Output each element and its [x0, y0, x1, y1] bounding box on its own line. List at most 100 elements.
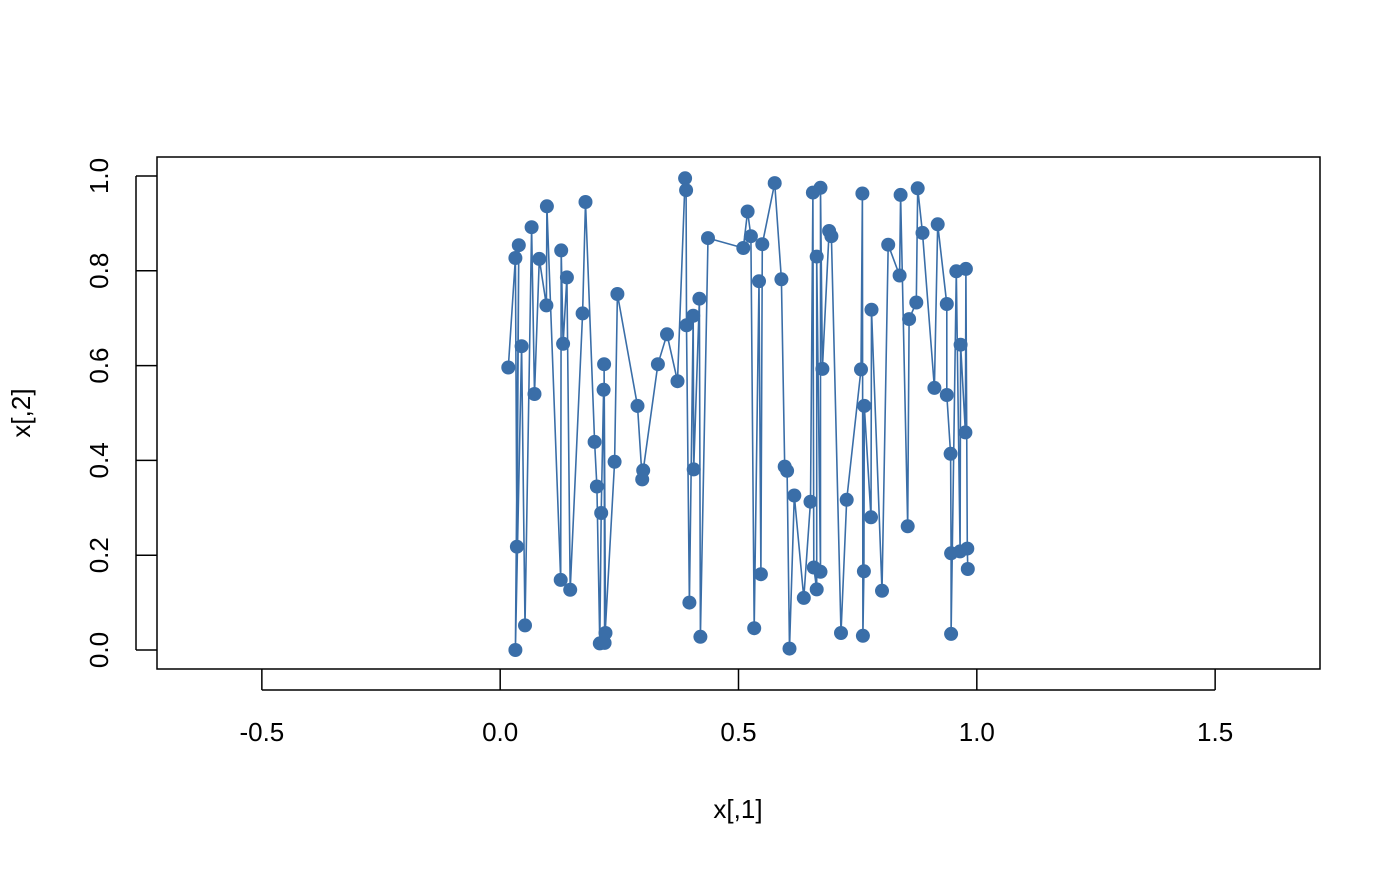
data-point	[508, 251, 523, 265]
x-tick-label: 0.0	[482, 717, 518, 747]
data-point	[915, 225, 930, 240]
x-tick-label: 1.0	[959, 717, 995, 747]
data-point	[575, 306, 590, 321]
data-point	[597, 357, 612, 372]
y-axis-label: x[,2]	[6, 388, 36, 437]
data-point	[660, 327, 674, 342]
data-point	[630, 398, 645, 413]
data-point	[589, 479, 604, 494]
plot-frame	[156, 156, 1321, 670]
data-point	[927, 380, 942, 395]
data-point	[909, 295, 924, 310]
data-point	[854, 362, 868, 377]
data-point	[686, 462, 701, 477]
data-point	[796, 590, 811, 605]
data-point	[636, 463, 651, 478]
data-point	[578, 195, 593, 209]
data-point	[864, 302, 879, 317]
data-point	[701, 231, 715, 246]
data-point	[855, 186, 870, 201]
data-point	[587, 434, 602, 449]
data-point	[910, 181, 925, 196]
data-point	[958, 261, 973, 276]
data-point	[509, 539, 524, 554]
data-point	[607, 454, 622, 469]
x-tick-label: -0.5	[239, 717, 284, 747]
x-tick-label: 1.5	[1197, 717, 1233, 747]
data-point	[747, 621, 762, 636]
data-point	[670, 374, 685, 389]
data-point	[809, 582, 824, 597]
data-point	[692, 291, 707, 306]
data-point	[902, 312, 917, 327]
data-point	[767, 176, 782, 191]
data-point	[857, 398, 872, 413]
data-point	[514, 339, 529, 354]
data-point	[782, 641, 797, 656]
data-point	[511, 238, 526, 253]
data-point	[875, 583, 889, 598]
data-point	[939, 388, 954, 402]
data-point	[752, 274, 766, 289]
data-point	[597, 635, 612, 650]
data-point	[556, 336, 571, 351]
data-point	[774, 272, 789, 287]
data-point	[809, 249, 824, 264]
data-point	[594, 506, 609, 520]
series-line	[507, 177, 969, 651]
data-point	[755, 237, 770, 252]
data-point	[524, 220, 539, 235]
data-point	[960, 562, 975, 576]
data-point	[559, 270, 574, 285]
data-point	[839, 492, 854, 507]
data-point	[539, 298, 554, 313]
y-tick-label: 1.0	[84, 158, 114, 194]
data-point	[803, 494, 818, 509]
data-point	[939, 297, 954, 311]
data-point	[900, 519, 915, 534]
data-point	[944, 626, 959, 641]
data-point	[813, 180, 828, 195]
data-point	[743, 229, 758, 244]
data-point	[815, 361, 830, 376]
series-layer	[501, 171, 975, 657]
data-point	[787, 488, 802, 503]
data-point	[953, 337, 968, 352]
data-point	[501, 360, 516, 375]
data-point	[881, 237, 896, 252]
y-tick-label: 0.6	[84, 348, 114, 384]
data-point	[856, 564, 871, 579]
data-point	[563, 582, 578, 597]
data-point	[532, 251, 547, 266]
x-tick-label: 0.5	[720, 717, 756, 747]
data-point	[527, 387, 542, 401]
data-point	[539, 199, 554, 214]
data-point	[958, 425, 973, 440]
data-point	[892, 268, 907, 283]
data-point	[693, 629, 708, 644]
data-point	[610, 287, 625, 301]
data-point	[943, 446, 958, 461]
data-point	[780, 463, 795, 478]
data-point	[553, 572, 568, 587]
y-tick-label: 0.2	[84, 537, 114, 573]
data-point	[834, 626, 848, 640]
data-point	[679, 183, 694, 198]
data-point	[518, 618, 532, 633]
y-tick-label: 0.0	[84, 632, 114, 668]
data-point	[753, 567, 768, 582]
data-point	[650, 357, 665, 372]
data-point	[813, 564, 828, 579]
data-point	[736, 241, 751, 255]
y-tick-label: 0.4	[84, 442, 114, 478]
data-point	[824, 229, 839, 244]
data-point	[855, 628, 870, 643]
data-point	[960, 541, 975, 556]
data-point	[682, 595, 697, 610]
data-point	[596, 382, 611, 397]
data-point	[930, 217, 945, 232]
data-point	[864, 510, 878, 525]
